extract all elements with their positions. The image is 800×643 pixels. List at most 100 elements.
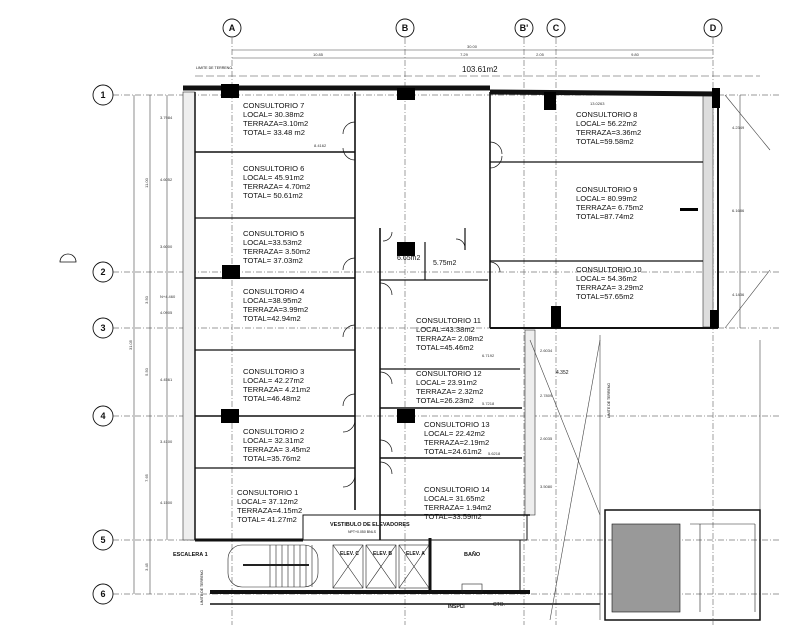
- room-name: CONSULTORIO 4: [243, 287, 304, 296]
- room-name: CONSULTORIO 2: [243, 427, 304, 436]
- room-total: TOTAL=59.58m2: [576, 137, 634, 146]
- cto-label: CTO.: [493, 602, 505, 608]
- sub-dim: 6.1686: [732, 208, 745, 213]
- room-terraza: TERRAZA= 4.70m2: [243, 182, 310, 191]
- room-local: LOCAL= 37.12m2: [237, 497, 298, 506]
- overall-height: 31.05: [128, 339, 133, 350]
- room-name: CONSULTORIO 12: [416, 369, 482, 378]
- grid-column-label: A: [229, 23, 236, 33]
- room-width-dim: 5.6218: [488, 451, 501, 456]
- elevator-b-label: ELEV. B: [373, 551, 392, 557]
- doors: [342, 121, 503, 488]
- interior-dimensions: 13.0263 8.4162 6.7192 5.7218 5.6218 2.60…: [314, 95, 745, 489]
- grid-bubble-column: B: [395, 18, 415, 38]
- row-span: 3.45: [144, 562, 149, 571]
- grid-bubble-row: 2: [92, 261, 114, 283]
- top-dimensions: 30.00 10.85 7.29 2.05 9.80 LIMITE DE TER…: [195, 44, 760, 77]
- elevator-a-label: ELEV. A: [406, 551, 425, 557]
- bay-dim: 2.05: [536, 52, 545, 57]
- room-total: TOTAL=33.59m2: [424, 512, 482, 521]
- room-local: LOCAL= 54.36m2: [576, 274, 637, 283]
- inspection-label: INSPCI: [448, 604, 465, 610]
- overall-width: 30.00: [467, 44, 478, 49]
- room-name: CONSULTORIO 11: [416, 316, 481, 325]
- grid-row-label: 6: [100, 589, 105, 599]
- room-total: TOTAL=87.74m2: [576, 212, 634, 221]
- sub-dim: 4.1436: [732, 292, 745, 297]
- bay-dim: 9.80: [631, 52, 640, 57]
- row-span: 7.65: [144, 473, 149, 482]
- sub-dim: 3.4100: [160, 439, 173, 444]
- grid-column-label: C: [553, 23, 560, 33]
- level-label: N+4.460: [160, 294, 176, 299]
- room-terraza: TERRAZA= 3.29m2: [576, 283, 643, 292]
- core: [227, 509, 761, 621]
- grid-bubble-column: A: [222, 18, 242, 38]
- small-room-area: 6.65m2: [397, 255, 420, 262]
- room-local: LOCAL=33.53m2: [243, 238, 302, 247]
- grid-bubble-column: B': [514, 18, 534, 38]
- room-name: CONSULTORIO 10: [576, 265, 642, 274]
- room-total: TOTAL=35.76m2: [243, 454, 301, 463]
- terrace-dim: 2.6034: [540, 348, 553, 353]
- room-terraza: TERRAZA= 2.08m2: [416, 334, 483, 343]
- room-total: TOTAL=42.94m2: [243, 314, 301, 323]
- room-total: TOTAL=45.46m2: [416, 343, 474, 352]
- room-total: TOTAL=26.23m2: [416, 396, 474, 405]
- top-area-label: 103.61m2: [462, 65, 498, 74]
- terrace-dim: 2.6035: [540, 436, 553, 441]
- row-span: 3.50: [144, 295, 149, 304]
- room-terraza: TERRAZA= 4.21m2: [243, 385, 310, 394]
- room-total: TOTAL= 50.61m2: [243, 191, 303, 200]
- property-limit-label: LIMITE DE TERRENO: [607, 383, 611, 418]
- property-limit-label: LIMITE DE TERRENO: [200, 570, 204, 605]
- room-total: TOTAL=57.65m2: [576, 292, 634, 301]
- offset-dim: 4.352: [556, 370, 569, 376]
- room-terraza: TERRAZA= 3.45m2: [243, 445, 310, 454]
- sub-dim: 3.7984: [160, 115, 173, 120]
- property-limit-label: LIMITE DE TERRENO: [196, 66, 232, 70]
- sub-dim: 4.2349: [732, 125, 745, 130]
- sub-dim: 4.1500: [160, 500, 173, 505]
- room-terraza: TERRAZA= 1.94m2: [424, 503, 491, 512]
- vestibule-label: VESTIBULO DE ELEVADORES: [330, 522, 410, 528]
- grid-column-label: D: [710, 23, 717, 33]
- room-local: LOCAL= 23.91m2: [416, 378, 477, 387]
- room-terraza: TERRAZA= 2.32m2: [416, 387, 483, 396]
- room-width-dim: 5.7218: [482, 401, 495, 406]
- room-local: LOCAL= 80.99m2: [576, 194, 637, 203]
- columns: [221, 84, 720, 423]
- grid-bubble-row: 6: [92, 583, 114, 605]
- room-total: TOTAL= 37.03m2: [243, 256, 303, 265]
- grid-bubble-column: C: [546, 18, 566, 38]
- grid-row-label: 5: [100, 535, 105, 545]
- grid-row-label: 2: [100, 267, 105, 277]
- room-local: LOCAL= 31.65m2: [424, 494, 485, 503]
- north-arrow-icon: [59, 253, 77, 263]
- bay-dim: 7.29: [460, 52, 469, 57]
- left-dimensions: 31.05 11.00 3.50 5.50 7.65 3.45 3.7984 4…: [59, 95, 176, 594]
- room-name: CONSULTORIO 5: [243, 229, 304, 238]
- small-room-area: 5.75m2: [433, 260, 456, 267]
- grid-row-label: 1: [100, 90, 105, 100]
- room-local: LOCAL= 32.31m2: [243, 436, 304, 445]
- room-width-dim: 8.4162: [314, 143, 327, 148]
- room-name: CONSULTORIO 8: [576, 110, 637, 119]
- sub-dim: 4.4561: [160, 377, 173, 382]
- room-name: CONSULTORIO 3: [243, 367, 304, 376]
- room-terraza: TERRAZA=2.19m2: [424, 438, 489, 447]
- grid-bubble-row: 3: [92, 317, 114, 339]
- room-terraza: TERRAZA=3.36m2: [576, 128, 641, 137]
